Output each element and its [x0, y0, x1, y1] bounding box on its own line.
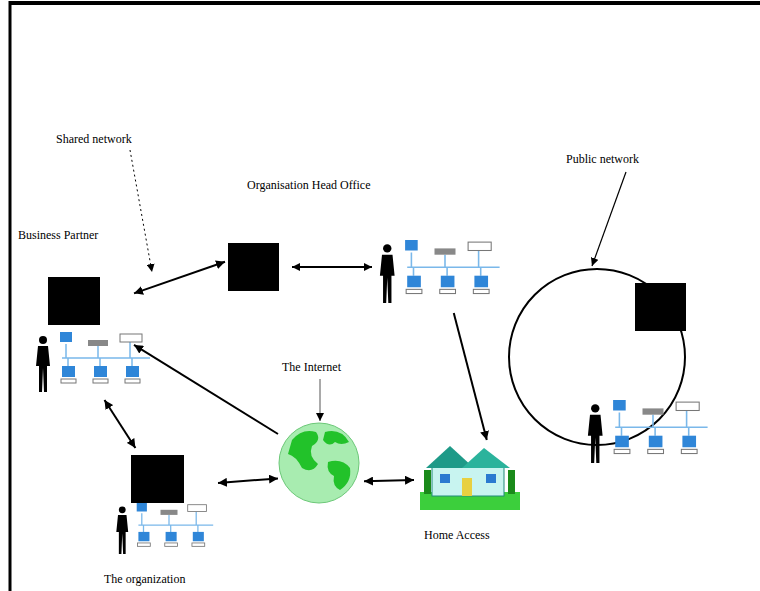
pc-monitor — [682, 436, 696, 448]
monitor — [613, 400, 626, 411]
pc-keyboard — [138, 543, 151, 546]
monitor — [405, 240, 418, 251]
person-head — [39, 336, 47, 344]
tree — [508, 470, 515, 494]
globe-icon — [279, 423, 359, 503]
leader-line — [130, 150, 152, 272]
modem — [435, 248, 456, 254]
pc-keyboard — [192, 543, 205, 546]
server-block — [635, 283, 686, 331]
globe — [279, 423, 359, 503]
monitor — [137, 503, 147, 512]
person-head — [383, 244, 391, 252]
monitor — [60, 332, 72, 342]
pc-keyboard — [681, 449, 697, 453]
site-label: Organisation Head Office — [247, 178, 371, 193]
pc-monitor — [649, 436, 663, 448]
site-group: The organization — [100, 448, 218, 588]
house-icon — [420, 446, 520, 510]
link-arrow — [364, 480, 414, 481]
site-label: Public network — [566, 152, 639, 167]
lan-icon — [116, 503, 213, 554]
globe-land — [288, 431, 318, 470]
callout-label: Shared network — [56, 132, 132, 147]
site-label: Business Partner — [18, 228, 98, 243]
modem — [643, 408, 664, 414]
leader-line — [320, 379, 321, 421]
pc-monitor — [62, 366, 75, 377]
frame-line — [9, 1, 12, 591]
server-block — [131, 455, 184, 503]
link-arrow — [134, 262, 225, 294]
server-block — [228, 243, 279, 291]
person-body — [36, 346, 50, 392]
lan-icon — [380, 240, 500, 303]
pc-keyboard — [406, 289, 422, 293]
pc-monitor — [94, 366, 107, 377]
person-body — [588, 415, 603, 463]
pc-monitor — [474, 276, 488, 288]
site-group: Home Access — [414, 440, 526, 545]
lan-icon — [588, 400, 708, 463]
window — [440, 474, 450, 483]
site-group: Public network — [500, 150, 725, 450]
link-arrow — [105, 400, 136, 448]
link-arrow — [134, 345, 278, 434]
link-arrow — [292, 266, 372, 268]
pc-keyboard — [93, 379, 108, 383]
pc-keyboard — [125, 379, 140, 383]
globe-land — [323, 431, 349, 444]
site-group: Business Partner — [16, 228, 134, 400]
pc-monitor — [441, 276, 455, 288]
frame-line — [10, 1, 760, 5]
pc-monitor — [126, 366, 139, 377]
pc-monitor — [615, 436, 629, 448]
pc-monitor — [407, 276, 421, 288]
globe-land — [328, 461, 351, 490]
modem — [161, 510, 178, 515]
server-block — [48, 277, 100, 325]
pc-keyboard — [614, 449, 630, 453]
lan-icon — [36, 332, 150, 392]
pc-monitor — [193, 532, 204, 541]
roof — [462, 448, 510, 468]
person-body — [380, 255, 395, 303]
link-arrow — [218, 478, 278, 483]
tree — [424, 470, 431, 494]
site-label: The organization — [104, 572, 185, 587]
printer — [676, 402, 699, 410]
leader-line — [592, 172, 626, 266]
printer — [468, 242, 491, 250]
door — [462, 478, 472, 496]
site-group: The Internet — [278, 360, 364, 508]
site-label: Home Access — [424, 528, 490, 543]
pc-keyboard — [473, 289, 489, 293]
pc-keyboard — [440, 289, 456, 293]
pc-keyboard — [165, 543, 178, 546]
pc-monitor — [166, 532, 177, 541]
modem — [88, 340, 108, 346]
person-body — [116, 515, 128, 554]
printer — [188, 505, 207, 512]
printer — [120, 334, 142, 342]
link-arrow — [454, 313, 487, 440]
pc-keyboard — [648, 449, 664, 453]
site-label: The Internet — [282, 360, 341, 375]
person-head — [119, 506, 126, 513]
pc-monitor — [138, 532, 149, 541]
site-group: Organisation Head Office — [225, 178, 530, 313]
person-head — [591, 404, 599, 412]
label-holder: Shared network — [56, 132, 132, 147]
pc-keyboard — [61, 379, 76, 383]
house-body — [432, 466, 504, 496]
window — [486, 474, 496, 483]
